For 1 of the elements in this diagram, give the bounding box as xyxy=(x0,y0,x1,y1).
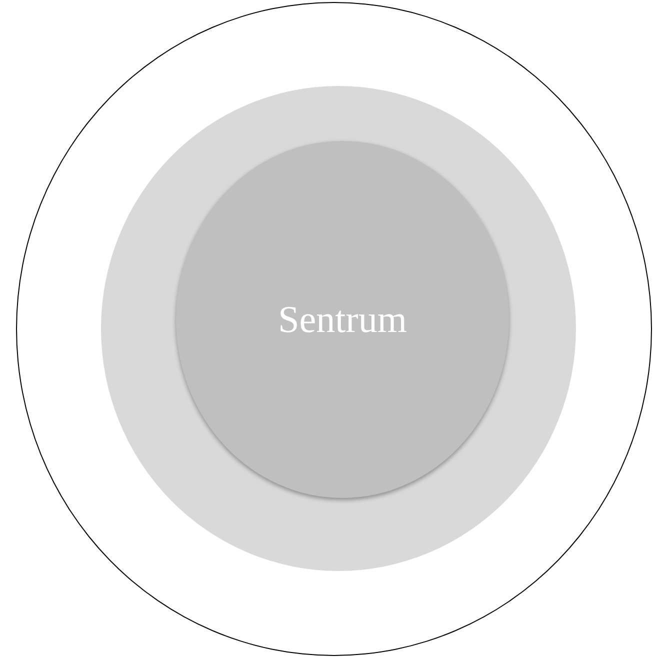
node-label: Sentrum xyxy=(278,298,407,342)
